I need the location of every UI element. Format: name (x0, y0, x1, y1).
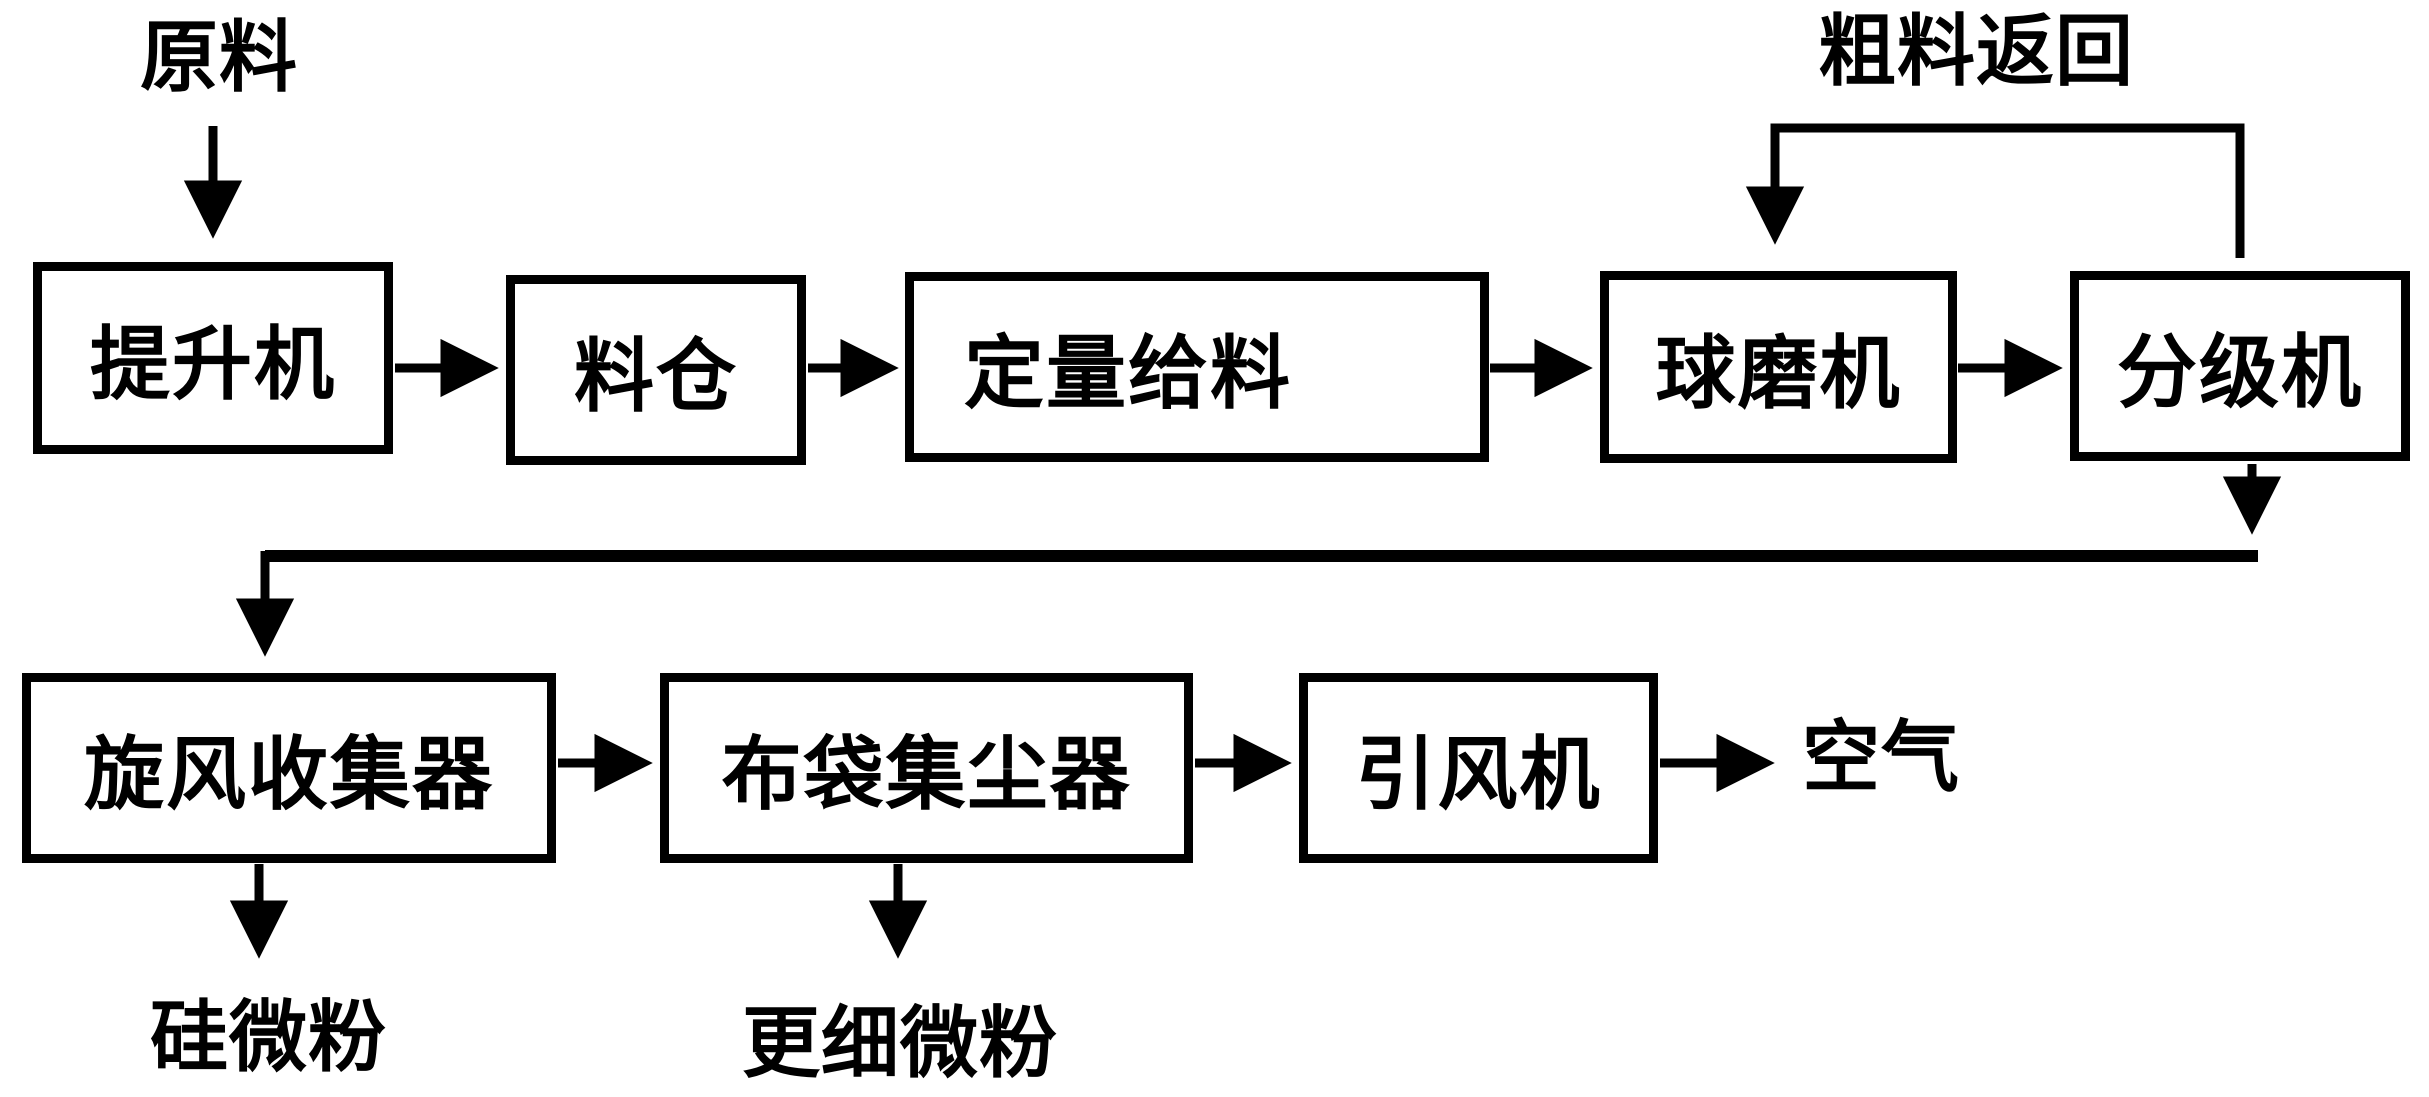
node-elevator: 提升机 (33, 262, 393, 454)
arrow-coarse-return-loop (1745, 123, 2245, 258)
node-silo-label: 料仓 (574, 330, 738, 423)
node-silo: 料仓 (506, 275, 806, 465)
node-bag-dust-collector: 布袋集尘器 (660, 673, 1193, 863)
label-air: 空气 (1802, 713, 1961, 803)
node-induced-draft-fan-label: 引风机 (1355, 728, 1602, 821)
node-cyclone-collector-label: 旋风收集器 (84, 728, 494, 821)
label-coarse-return: 粗料返回 (1818, 7, 2135, 97)
node-feeder-label: 定量给料 (964, 327, 1292, 420)
node-elevator-label: 提升机 (90, 318, 336, 411)
node-bag-dust-collector-label: 布袋集尘器 (721, 728, 1132, 821)
node-cyclone-collector: 旋风收集器 (22, 673, 556, 863)
label-silica-micropowder: 硅微粉 (150, 993, 388, 1083)
node-feeder: 定量给料 (905, 272, 1489, 462)
node-ball-mill: 球磨机 (1600, 271, 1957, 463)
node-induced-draft-fan: 引风机 (1299, 673, 1658, 863)
node-ball-mill-label: 球磨机 (1655, 327, 1902, 420)
label-raw-material: 原料 (140, 13, 299, 103)
node-classifier-label: 分级机 (2117, 326, 2363, 419)
label-finer-micropowder: 更细微粉 (742, 999, 1059, 1089)
node-classifier: 分级机 (2070, 271, 2410, 461)
